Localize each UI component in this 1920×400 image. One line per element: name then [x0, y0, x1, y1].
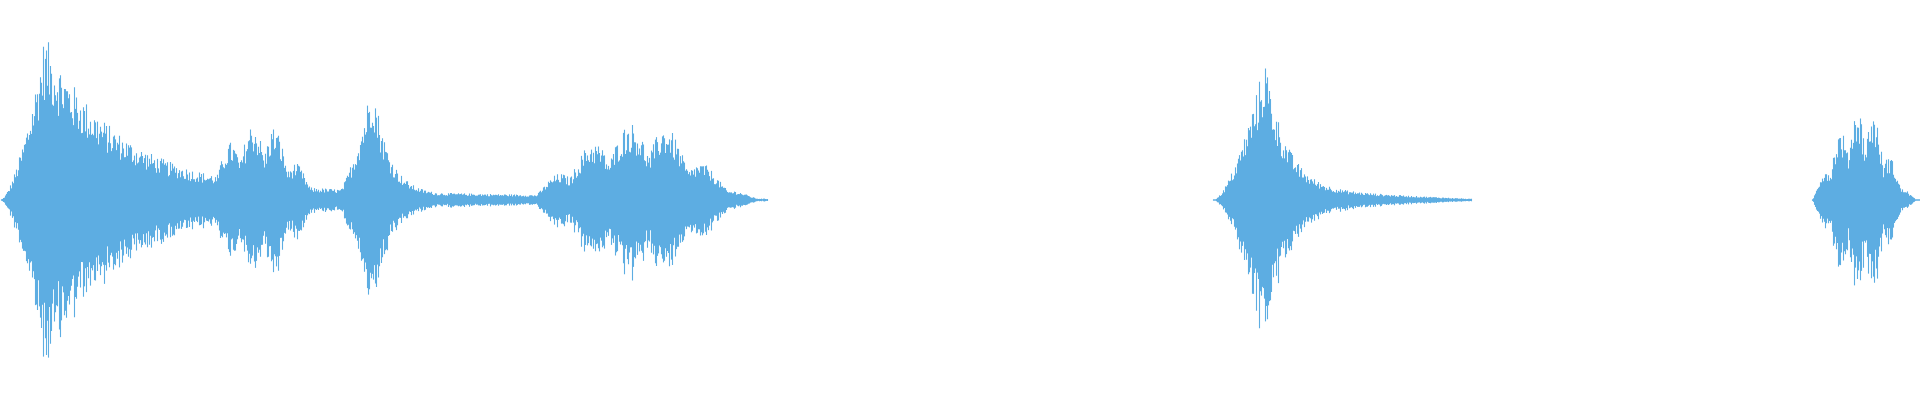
- waveform-trace: [0, 42, 1920, 358]
